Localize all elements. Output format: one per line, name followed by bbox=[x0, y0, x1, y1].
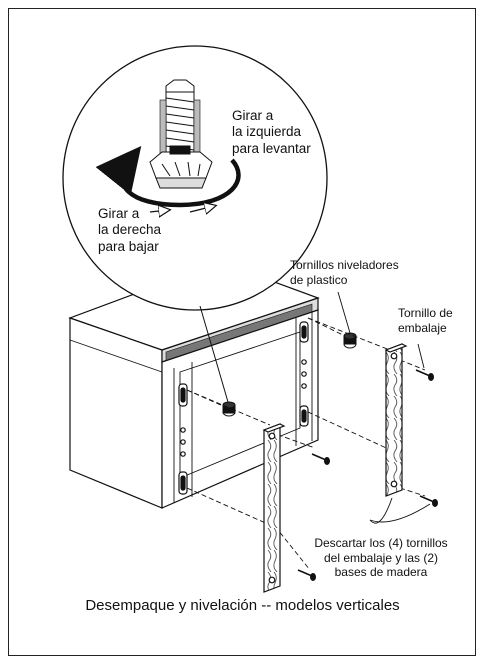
rotate-up-arrow-icon bbox=[149, 210, 168, 212]
label-line: del embalaje y las (2) bbox=[323, 550, 439, 565]
label-line: Girar a bbox=[232, 108, 274, 123]
leveling-bolt bbox=[149, 79, 213, 189]
label-line: Tornillos niveladores bbox=[290, 258, 399, 272]
leveling-foot-right bbox=[343, 332, 357, 349]
shipping-screw bbox=[297, 369, 438, 581]
label-line: embalaje bbox=[398, 320, 447, 335]
cabinet bbox=[68, 261, 320, 509]
detail-magnifier bbox=[62, 45, 328, 403]
label-line: bases de madera bbox=[334, 565, 428, 580]
label-line: de plastico bbox=[290, 272, 348, 287]
label-shipping-screw: Tornillo de embalaje bbox=[398, 306, 453, 335]
label-line: Girar a bbox=[98, 206, 140, 221]
wood-base-rear bbox=[384, 343, 408, 497]
figure-caption: Desempaque y nivelación -- modelos verti… bbox=[85, 597, 400, 614]
leader-lines bbox=[337, 291, 431, 524]
label-line: la izquierda bbox=[232, 124, 302, 140]
label-line: Tornillo de bbox=[398, 306, 453, 320]
figure-frame bbox=[8, 8, 476, 656]
rotate-down-arrow-icon bbox=[189, 206, 214, 212]
label-line: para bajar bbox=[98, 238, 159, 254]
label-line: la derecha bbox=[98, 222, 162, 238]
label-rotate-right: Girar a la derecha para bajar bbox=[98, 206, 161, 255]
rotation-arrow-icon bbox=[95, 145, 241, 208]
label-line: para levantar bbox=[232, 140, 311, 156]
label-rotate-left: Girar a la izquierda para levantar bbox=[232, 108, 311, 157]
wood-base-front bbox=[262, 423, 286, 593]
label-leveling-screws: Tornillos niveladores de plastico bbox=[290, 258, 399, 287]
label-line: Descartar los (4) tornillos bbox=[314, 536, 448, 550]
label-discard-note: Descartar los (4) tornillos del embalaje… bbox=[296, 536, 466, 580]
